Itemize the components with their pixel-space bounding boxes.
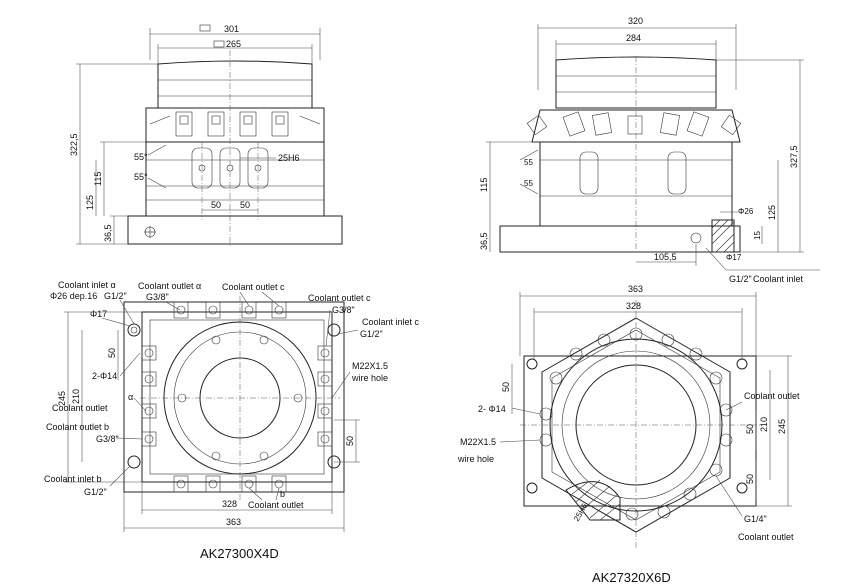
- label-coolant-inlet-alpha: Coolant inlet α: [58, 280, 116, 290]
- dim-322-5: 322,5: [69, 133, 79, 156]
- label-coolant-outlet-c-top: Coolant outlet c: [222, 282, 285, 292]
- right-plan-fittings: [526, 327, 748, 521]
- label-m22-right: M22X1.5: [460, 437, 496, 447]
- fit-25h6-right: 25H6: [572, 501, 590, 523]
- label-2-phi14-right: 2- Φ14: [478, 404, 506, 414]
- label-coolant-outlet-bottom-right: Coolant outlet: [738, 532, 794, 542]
- dim-15: 15: [753, 231, 762, 240]
- label-coolant-outlet-alpha: Coolant outlet α: [138, 281, 201, 291]
- left-plan-bottom-ports: [173, 475, 287, 493]
- dim-115: 115: [93, 172, 103, 186]
- port-thread-label: G1/2": [729, 274, 752, 284]
- model-title-right: AK27320X6D: [592, 570, 671, 585]
- label-coolant-outlet-bottom: Coolant outlet: [248, 500, 304, 510]
- label-b-mark: b: [280, 489, 285, 499]
- dim-328-right: 328: [626, 301, 641, 311]
- dim-50-left-plan: 50: [107, 348, 117, 358]
- left-plan-view: Coolant inlet α Φ26 dep.16 G1/2" Coolant…: [44, 280, 420, 532]
- dim-50-right-plan: 50: [345, 436, 355, 446]
- label-g38-top: G3/8": [146, 292, 169, 302]
- label-phi17: Φ17: [90, 309, 107, 319]
- dim-50-right: 50: [240, 200, 250, 210]
- left-elevation-view: 301 265: [69, 24, 343, 246]
- dim-363-left: 363: [226, 517, 241, 527]
- dim-320-label: 320: [628, 16, 643, 26]
- dim-265-label: 265: [226, 39, 241, 49]
- label-g38-right: G3/8": [332, 305, 355, 315]
- left-elevation-fittings: [149, 111, 321, 137]
- dim-210-right: 210: [759, 417, 769, 432]
- label-2-phi14: 2-Φ14: [92, 371, 117, 381]
- right-elevation-fittings: [526, 111, 742, 137]
- label-alpha-mark: α: [128, 392, 133, 402]
- dim-125: 125: [85, 195, 95, 210]
- dim-55-upper: 55: [524, 158, 533, 167]
- label-wire-hole: wire hole: [351, 373, 388, 383]
- dim-245-left: 245: [57, 391, 67, 406]
- dim-328-left: 328: [222, 499, 237, 509]
- label-coolant-inlet-c: Coolant inlet c: [362, 317, 420, 327]
- fit-25h6-label: 25H6: [278, 153, 300, 163]
- label-wire-hole-right: wire hole: [457, 454, 494, 464]
- label-g12-bottom: G1/2": [84, 487, 107, 497]
- label-m22: M22X1.5: [352, 361, 388, 371]
- right-plan-view: 25H6 363: [457, 284, 800, 548]
- label-coolant-outlet-b: Coolant outlet b: [46, 422, 109, 432]
- angle-55-upper: 55°: [134, 152, 148, 162]
- dim-284-label: 284: [626, 33, 641, 43]
- dim-55-lower: 55: [524, 179, 533, 188]
- label-g12-right: G1/2": [360, 329, 383, 339]
- dim-105-5: 105,5: [654, 252, 677, 262]
- label-coolant-inlet-b: Coolant inlet b: [44, 474, 102, 484]
- dim-50-left: 50: [211, 200, 221, 210]
- label-g14: G1/4": [744, 514, 767, 524]
- left-plan-top-ports: [173, 301, 287, 319]
- dim-50-left-right: 50: [501, 382, 511, 392]
- coolant-inlet-label: Coolant inlet: [753, 274, 804, 284]
- dim-36-5-right: 36,5: [479, 232, 489, 250]
- dim-245-right: 245: [777, 419, 787, 434]
- dim-36-5: 36,5: [103, 224, 113, 242]
- label-g12-top: G1/2": [104, 291, 127, 301]
- dim-327-5: 327,5: [789, 145, 799, 168]
- dim-125-right: 125: [767, 205, 777, 220]
- label-g38-left: G3/8": [96, 434, 119, 444]
- label-coolant-outlet-left: Coolant outlet: [52, 403, 108, 413]
- angle-55-lower: 55°: [134, 172, 148, 182]
- dim-210-left: 210: [71, 389, 81, 404]
- dim-phi26: Φ26: [738, 207, 754, 216]
- right-elevation-view: 320 284: [479, 16, 820, 284]
- dim-50-lower-right: 50: [745, 474, 755, 484]
- dim-phi17-right: Φ17: [726, 253, 742, 262]
- dim-50-right-side: 50: [745, 424, 755, 434]
- label-coolant-outlet-c-right: Coolant outlet c: [308, 293, 371, 303]
- dim-115-right: 115: [479, 178, 489, 192]
- left-plan-left-ports: [141, 345, 157, 447]
- model-title-left: AK27300X4D: [200, 546, 279, 561]
- dim-301-label: 301: [224, 24, 239, 34]
- left-plan-right-ports: [317, 345, 333, 447]
- label-bore-phi26: Φ26 dep.16: [50, 291, 97, 301]
- dim-363-right: 363: [628, 284, 643, 294]
- label-coolant-outlet-right: Coolant outlet: [744, 391, 800, 401]
